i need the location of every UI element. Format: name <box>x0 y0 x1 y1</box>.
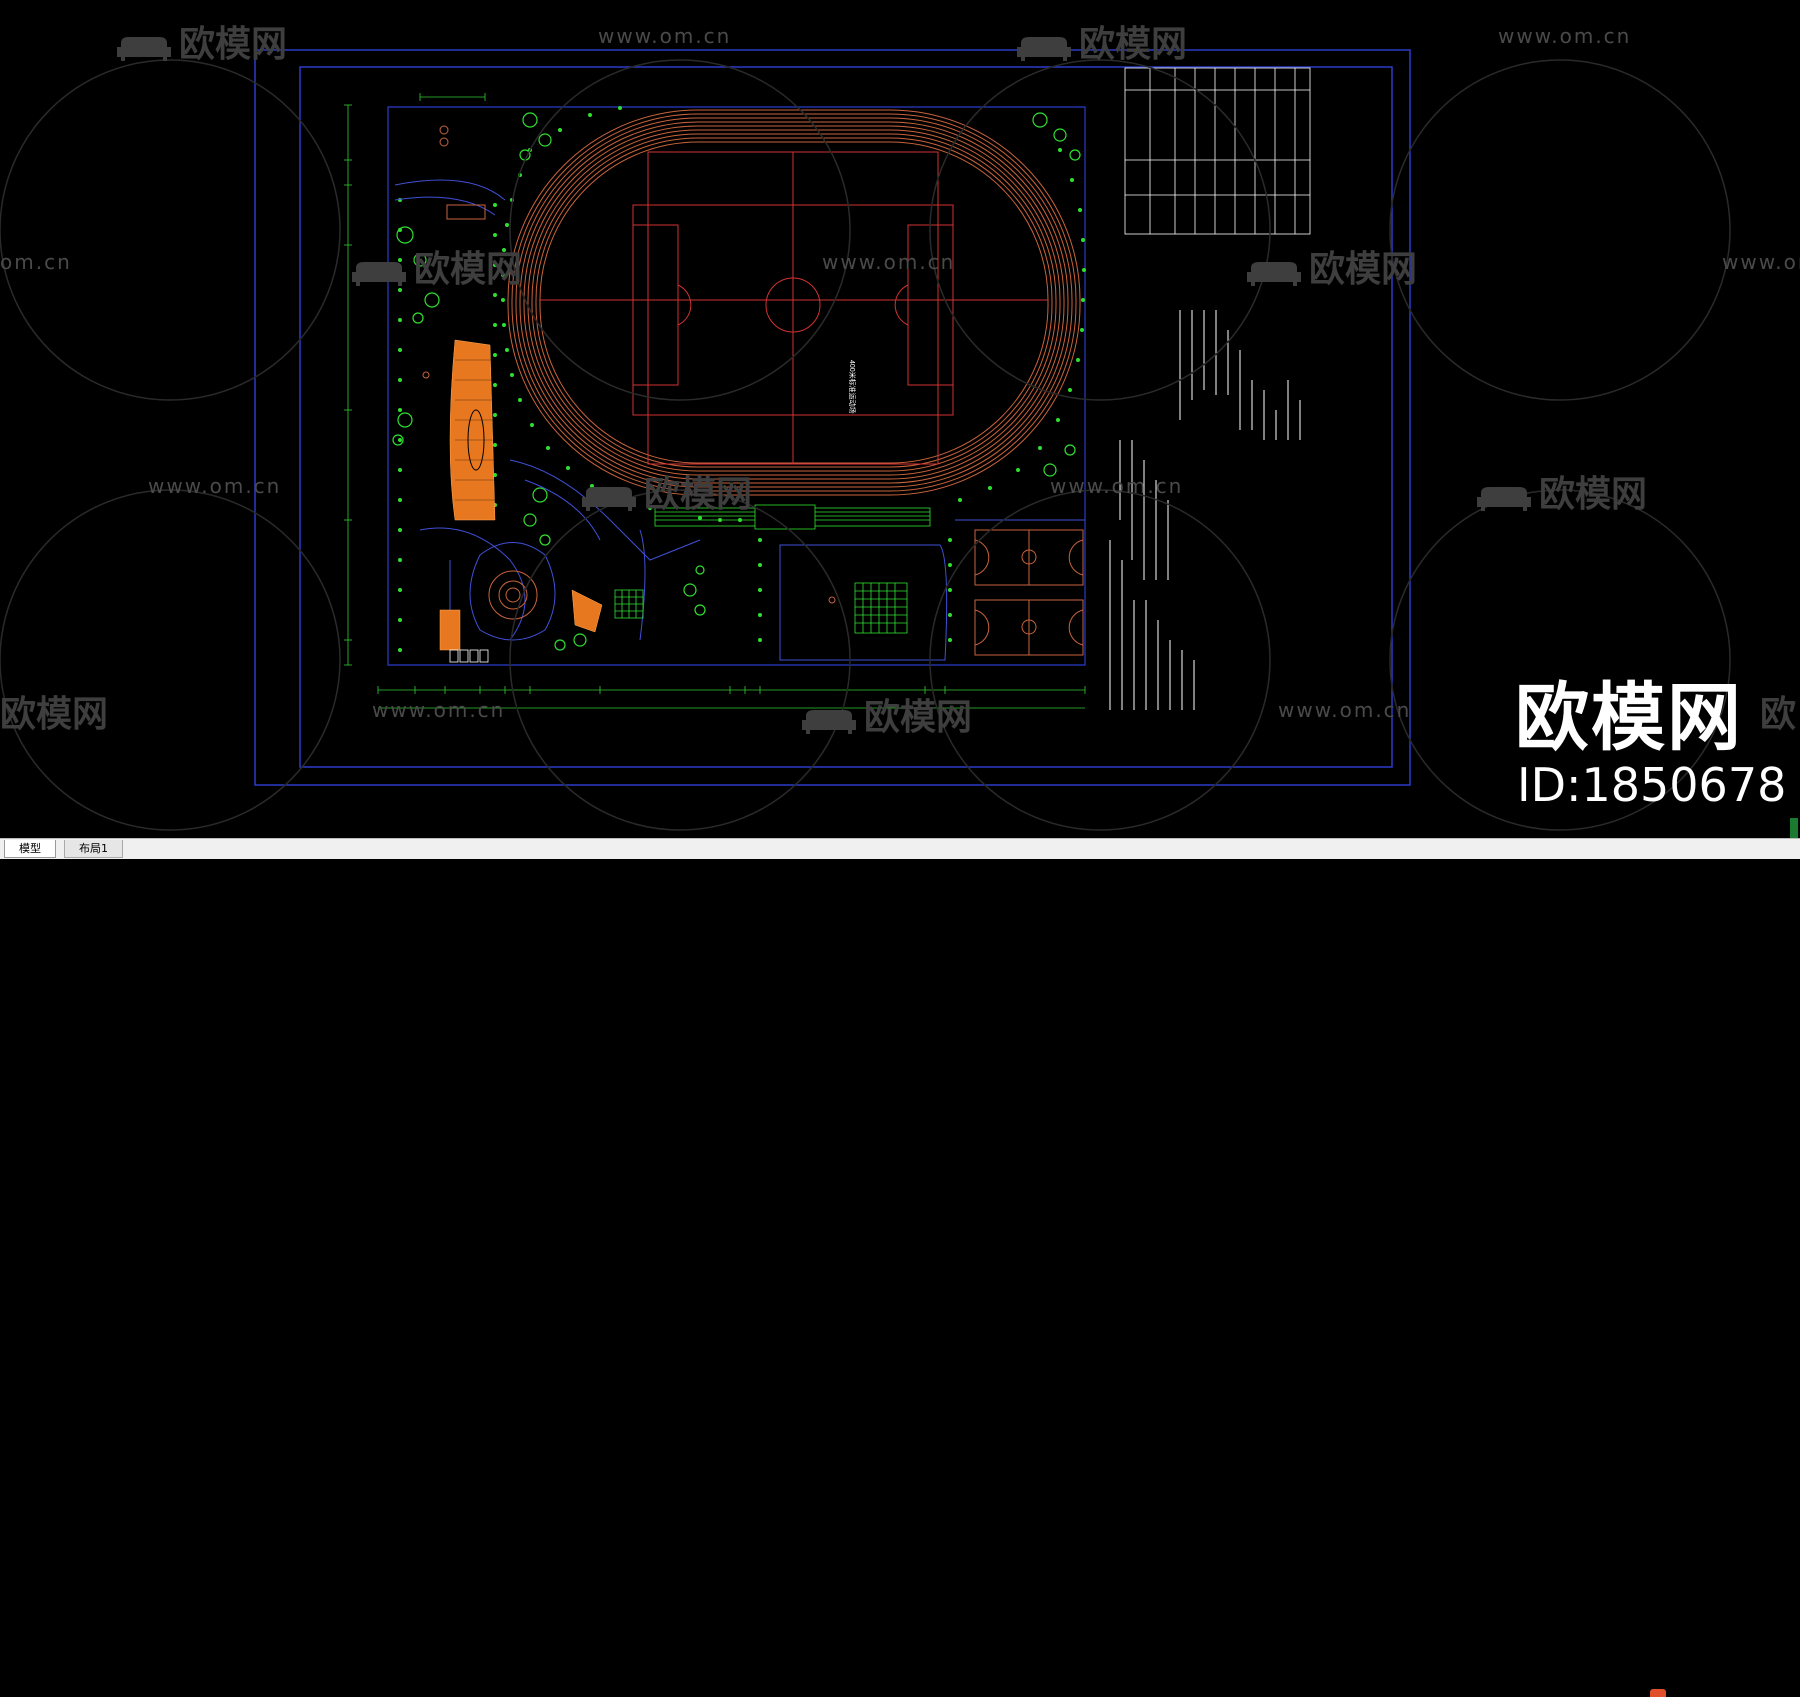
watermark-logo-partial: 欧模网 <box>0 694 109 735</box>
watermark-logo-text: 欧模网 <box>1079 24 1188 65</box>
brand-overlay: 欧模网 ID:1850678 <box>1515 678 1786 812</box>
green-grid-large <box>854 582 908 634</box>
white-boxes <box>449 649 489 663</box>
watermark-logo-partial: 欧 <box>1760 694 1797 735</box>
plaza-oval <box>467 409 485 471</box>
watermark-logo: 欧模网 <box>115 15 287 67</box>
plaza-outline <box>469 542 556 641</box>
paths <box>394 179 1085 661</box>
status-badge <box>1650 1689 1666 1697</box>
watermark-logo-text: 欧模网 <box>179 24 288 65</box>
watermark-logo-text: 欧模网 <box>414 249 523 290</box>
sofa-icon <box>1475 481 1533 511</box>
green-grid-small <box>614 589 644 619</box>
watermark-logo: 欧模网 <box>1015 15 1187 67</box>
watermark-logo: 欧模网 <box>1245 240 1417 292</box>
sofa-icon <box>580 481 638 511</box>
circular-plaza <box>488 570 538 620</box>
watermark-url: www.om.cn <box>372 698 506 722</box>
legend-table <box>1124 67 1311 235</box>
watermark-logo-text: 欧模网 <box>1309 249 1418 290</box>
basketball-courts <box>974 529 1084 656</box>
plaza-grid <box>455 359 495 501</box>
watermark-url-partial: om.cn <box>0 250 72 274</box>
misc-features <box>422 125 836 604</box>
watermark-url: www.om.cn <box>1050 474 1184 498</box>
watermark-logo-text: 欧模网 <box>864 697 973 738</box>
sofa-icon <box>350 256 408 286</box>
watermark-logo: 欧模网 <box>800 688 972 740</box>
sofa-icon <box>800 704 858 734</box>
watermark-url: www.om.cn <box>1278 698 1412 722</box>
watermark-logo: 欧模网 <box>350 240 522 292</box>
field-label: 400米标准运动场 <box>848 360 857 414</box>
football-field <box>540 151 1048 465</box>
watermark-logo: 欧模网 <box>580 465 752 517</box>
tab-model[interactable]: 模型 <box>4 840 56 858</box>
watermark-logo-text: 欧模网 <box>644 474 753 515</box>
sofa-icon <box>1015 31 1073 61</box>
design-notes <box>1109 310 1301 710</box>
watermark-logo: 欧模网 <box>1475 465 1647 517</box>
scrollbar-corner[interactable] <box>1790 818 1798 838</box>
grandstand <box>654 504 931 530</box>
tab-layout1[interactable]: 布局1 <box>64 840 123 858</box>
dimension-left <box>344 104 352 666</box>
sofa-icon <box>115 31 173 61</box>
plaza <box>439 339 603 651</box>
cad-model-space[interactable]: 400米标准运动场 <box>0 0 1800 838</box>
brand-name: 欧模网 <box>1515 675 1743 761</box>
sofa-icon <box>1245 256 1303 286</box>
dimension-bottom <box>377 686 1086 709</box>
site-boundary <box>387 106 1086 666</box>
watermark-url: www.om.cn <box>598 24 732 48</box>
tree-clusters <box>392 112 1081 651</box>
watermark-url: www.om.cn <box>1498 24 1632 48</box>
sheet-inner-border <box>299 66 1393 768</box>
dimension-top <box>419 93 486 101</box>
site-plan-drawing: 400米标准运动场 <box>254 49 1411 786</box>
watermark-url: www.om.cn <box>148 474 282 498</box>
watermark-url-partial: www.om.c <box>1722 250 1800 274</box>
watermark-arcs <box>0 59 1731 831</box>
sheet-outer-border <box>254 49 1411 786</box>
watermark-url: www.om.cn <box>822 250 956 274</box>
model-id: ID:1850678 <box>1517 758 1787 812</box>
layout-tab-bar: 模型 布局1 <box>0 838 1800 1697</box>
watermark-logo-text: 欧模网 <box>1539 474 1648 515</box>
running-track <box>507 109 1081 496</box>
